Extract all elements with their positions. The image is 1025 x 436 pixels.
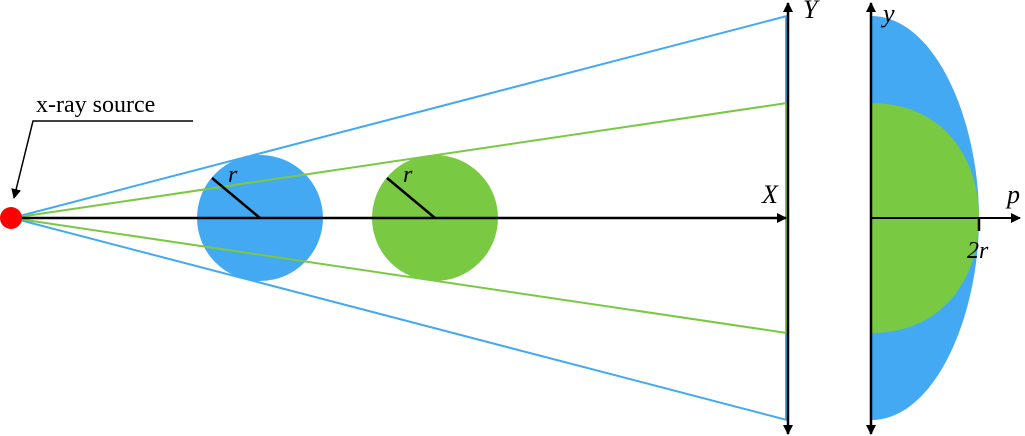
blue-radius-label: r bbox=[228, 162, 238, 188]
y-axis-label: Y bbox=[803, 0, 820, 24]
green-radius-label: r bbox=[403, 162, 413, 188]
projection-y-label: y bbox=[880, 0, 895, 28]
p-axis-label: p bbox=[1005, 180, 1020, 209]
xray-source-dot bbox=[0, 207, 22, 229]
blue-radius-line bbox=[211, 177, 261, 219]
source-label: x-ray source bbox=[36, 92, 155, 118]
tick-2r-label: 2r bbox=[967, 238, 989, 264]
green-radius-line bbox=[386, 177, 436, 219]
blue-beam-rays bbox=[11, 15, 788, 421]
x-axis-label: X bbox=[761, 180, 779, 209]
green-beam-rays bbox=[11, 102, 788, 334]
source-callout-leader bbox=[11, 120, 193, 199]
